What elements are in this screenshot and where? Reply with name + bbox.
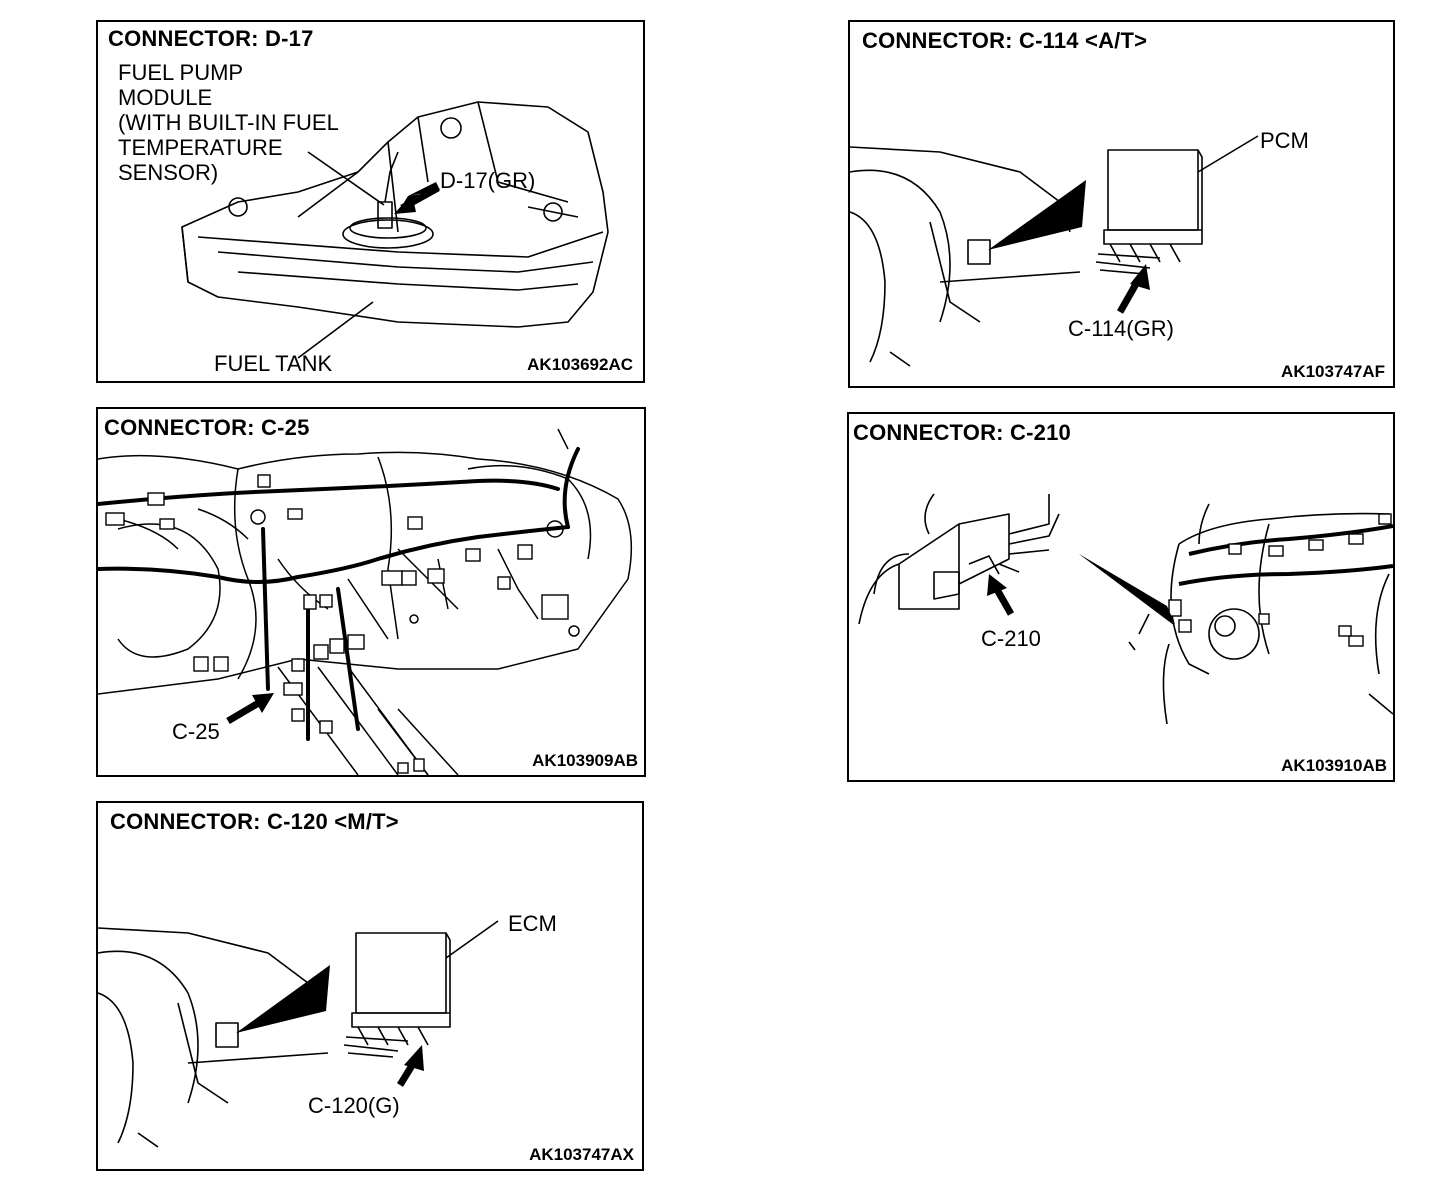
fuel-pump-module-label: FUEL PUMP MODULE (WITH BUILT-IN FUEL TEM… (118, 60, 339, 185)
dashboard-harness-illustration (98, 428, 633, 775)
figure-code: AK103692AC (527, 355, 633, 374)
connector-label: C-210 (981, 626, 1041, 651)
pcm-label: PCM (1260, 128, 1309, 153)
fuel-tank-label: FUEL TANK (214, 351, 333, 376)
panel-connector-c210: CONNECTOR: C-210 C-210 AK103910AB (847, 412, 1395, 782)
panel-title: CONNECTOR: C-210 (853, 420, 1071, 445)
pcm-location-illustration (850, 135, 1259, 367)
label-line: SENSOR) (118, 160, 219, 185)
figure-code: AK103910AB (1281, 756, 1387, 775)
label-line: MODULE (118, 85, 213, 110)
fuel-tank-illustration (181, 101, 609, 359)
figure-code: AK103909AB (532, 751, 638, 770)
ecm-label: ECM (508, 911, 557, 936)
figure-code: AK103747AF (1281, 362, 1385, 381)
panel-connector-c25: CONNECTOR: C-25 C-25 AK103909AB (96, 407, 646, 777)
panel-title: CONNECTOR: C-120 <M/T> (110, 809, 399, 834)
label-line: (WITH BUILT-IN FUEL (118, 110, 339, 135)
ecm-location-illustration (98, 920, 499, 1148)
panel-connector-d17: CONNECTOR: D-17 FUEL PUMP MODULE (WITH B… (96, 20, 645, 383)
c210-location-illustration (858, 493, 1393, 725)
panel-title: CONNECTOR: C-114 <A/T> (862, 28, 1148, 53)
panel-title: CONNECTOR: D-17 (108, 26, 314, 51)
panel-title: CONNECTOR: C-25 (104, 415, 314, 441)
figure-code: AK103747AX (529, 1145, 634, 1164)
connector-label: D-17(GR) (440, 168, 536, 193)
panel-connector-c114: CONNECTOR: C-114 <A/T> PCM C-114(GR) AK1… (848, 20, 1395, 388)
panel-connector-c120: CONNECTOR: C-120 <M/T> ECM C-120(G) AK10… (96, 801, 644, 1171)
connector-label: C-114(GR) (1068, 316, 1174, 341)
label-line: TEMPERATURE (118, 135, 283, 160)
label-line: FUEL PUMP (118, 60, 244, 85)
connector-label: C-120(G) (308, 1093, 400, 1118)
connector-label: C-25 (172, 719, 220, 744)
